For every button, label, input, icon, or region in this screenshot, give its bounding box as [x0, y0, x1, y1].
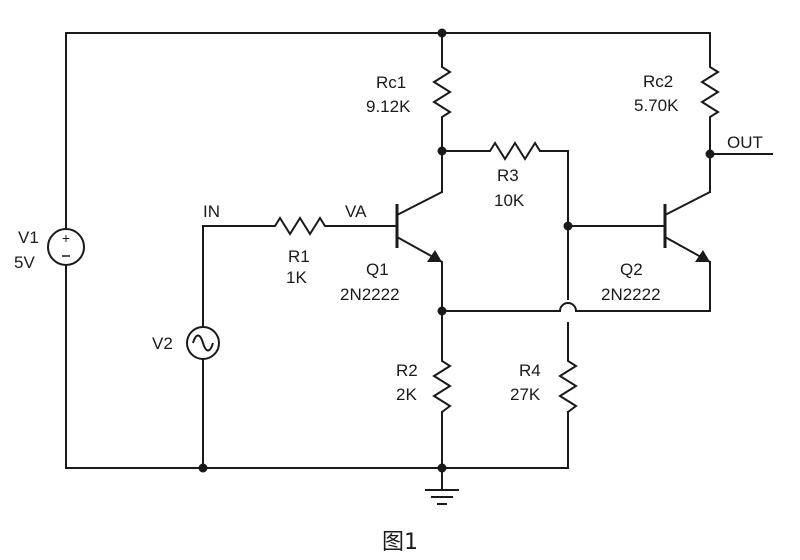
- resistor-rc2: [700, 62, 720, 123]
- in-label: IN: [203, 202, 220, 221]
- v1-name-label: V1: [18, 228, 39, 247]
- ac-source-v2: [186, 326, 220, 360]
- transistor-q1: [395, 191, 443, 263]
- rc2-name-label: Rc2: [643, 72, 673, 91]
- v2-name-label: V2: [152, 334, 173, 353]
- r1-name-label: R1: [288, 247, 310, 266]
- r3-name-label: R3: [497, 166, 519, 185]
- r2-value-label: 2K: [396, 385, 417, 404]
- ground-symbol: [425, 489, 459, 505]
- rc1-value-label: 9.12K: [366, 97, 411, 116]
- transistor-q2: [660, 191, 711, 263]
- q2-emitter-arrow: [695, 250, 710, 262]
- r4-name-label: R4: [519, 361, 541, 380]
- v1-plus-sign: +: [62, 230, 70, 246]
- q2-name-label: Q2: [620, 260, 643, 279]
- rc2-value-label: 5.70K: [634, 96, 679, 115]
- va-label: VA: [345, 202, 367, 221]
- dc-source-v1: +: [47, 228, 85, 266]
- q1-model-label: 2N2222: [340, 285, 400, 304]
- rc1-name-label: Rc1: [376, 73, 406, 92]
- r1-value-label: 1K: [286, 268, 307, 287]
- q1-emitter-arrow: [427, 250, 442, 262]
- resistor-rc1: [432, 62, 452, 123]
- v1-value-label: 5V: [14, 253, 35, 272]
- q2-model-label: 2N2222: [601, 285, 661, 304]
- resistor-r3: [485, 141, 541, 161]
- figure-caption: 图1: [382, 530, 418, 555]
- resistor-r2: [432, 356, 452, 413]
- resistor-r4: [558, 356, 578, 413]
- out-label: OUT: [727, 133, 763, 152]
- q1-name-label: Q1: [366, 260, 389, 279]
- r3-value-label: 10K: [494, 191, 525, 210]
- r4-value-label: 27K: [510, 385, 541, 404]
- junction-dots: [198, 28, 715, 473]
- resistor-r1: [270, 216, 330, 236]
- r2-name-label: R2: [396, 361, 418, 380]
